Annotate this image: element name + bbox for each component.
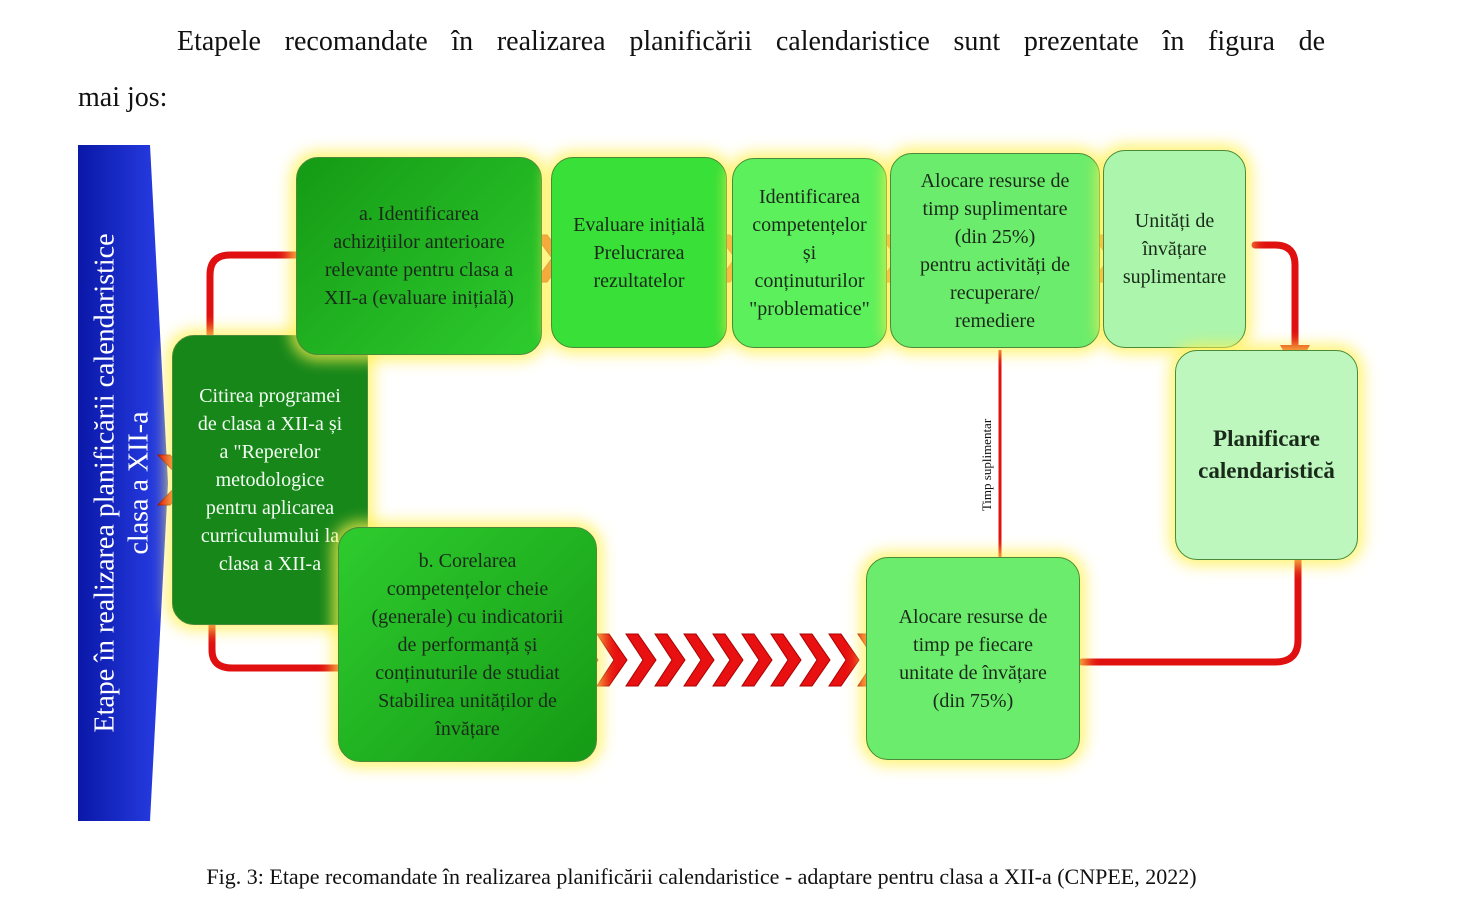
intro-paragraph-line2: mai jos: <box>78 82 168 113</box>
arrow-unitati-to-planificare <box>1251 241 1299 354</box>
chevron-chain-icon <box>799 633 831 687</box>
box-unitati-suplimentare: Unități de învățare suplimentare <box>1103 150 1246 348</box>
box-planificare-calendaristica: Planificare calendaristică <box>1175 350 1358 560</box>
chevron-chain <box>567 633 889 687</box>
chevron-chain-icon <box>770 633 802 687</box>
chevron-chain-icon <box>828 633 860 687</box>
stages-banner <box>78 145 168 821</box>
box-alocare-25: Alocare resurse de timp suplimentare (di… <box>890 153 1100 348</box>
box-b-corelarea: b. Corelarea competențelor cheie (genera… <box>338 527 597 762</box>
chevron-chain-icon <box>712 633 744 687</box>
chevron-chain-icon <box>683 633 715 687</box>
arrow-75-to-planificare <box>1078 536 1302 666</box>
chevron-chain-icon <box>625 633 657 687</box>
chevron-chain-icon <box>741 633 773 687</box>
box-citirea-programei: Citirea programei de clasa a XII-a și a … <box>172 335 368 625</box>
timp-suplimentar-label: Timp suplimentar <box>979 418 994 512</box>
chevron-chain-icon <box>596 633 628 687</box>
arrow-start-to-b <box>208 621 349 672</box>
box-evaluare-initiala: Evaluare inițială Prelucrarea rezultatel… <box>551 157 727 348</box>
box-a-identificarea: a. Identificarea achizițiilor anterioare… <box>296 157 542 355</box>
box-identificarea-competentelor: Identificarea competențelor și conținutu… <box>732 158 887 348</box>
intro-paragraph-line1: Etapele recomandate în realizarea planif… <box>177 26 1325 57</box>
arrow-start-to-a <box>206 251 309 339</box>
chevron-chain-icon <box>654 633 686 687</box>
figure-caption: Fig. 3: Etape recomandate în realizarea … <box>206 864 1197 889</box>
box-alocare-75: Alocare resurse de timp pe fiecare unita… <box>866 557 1080 760</box>
